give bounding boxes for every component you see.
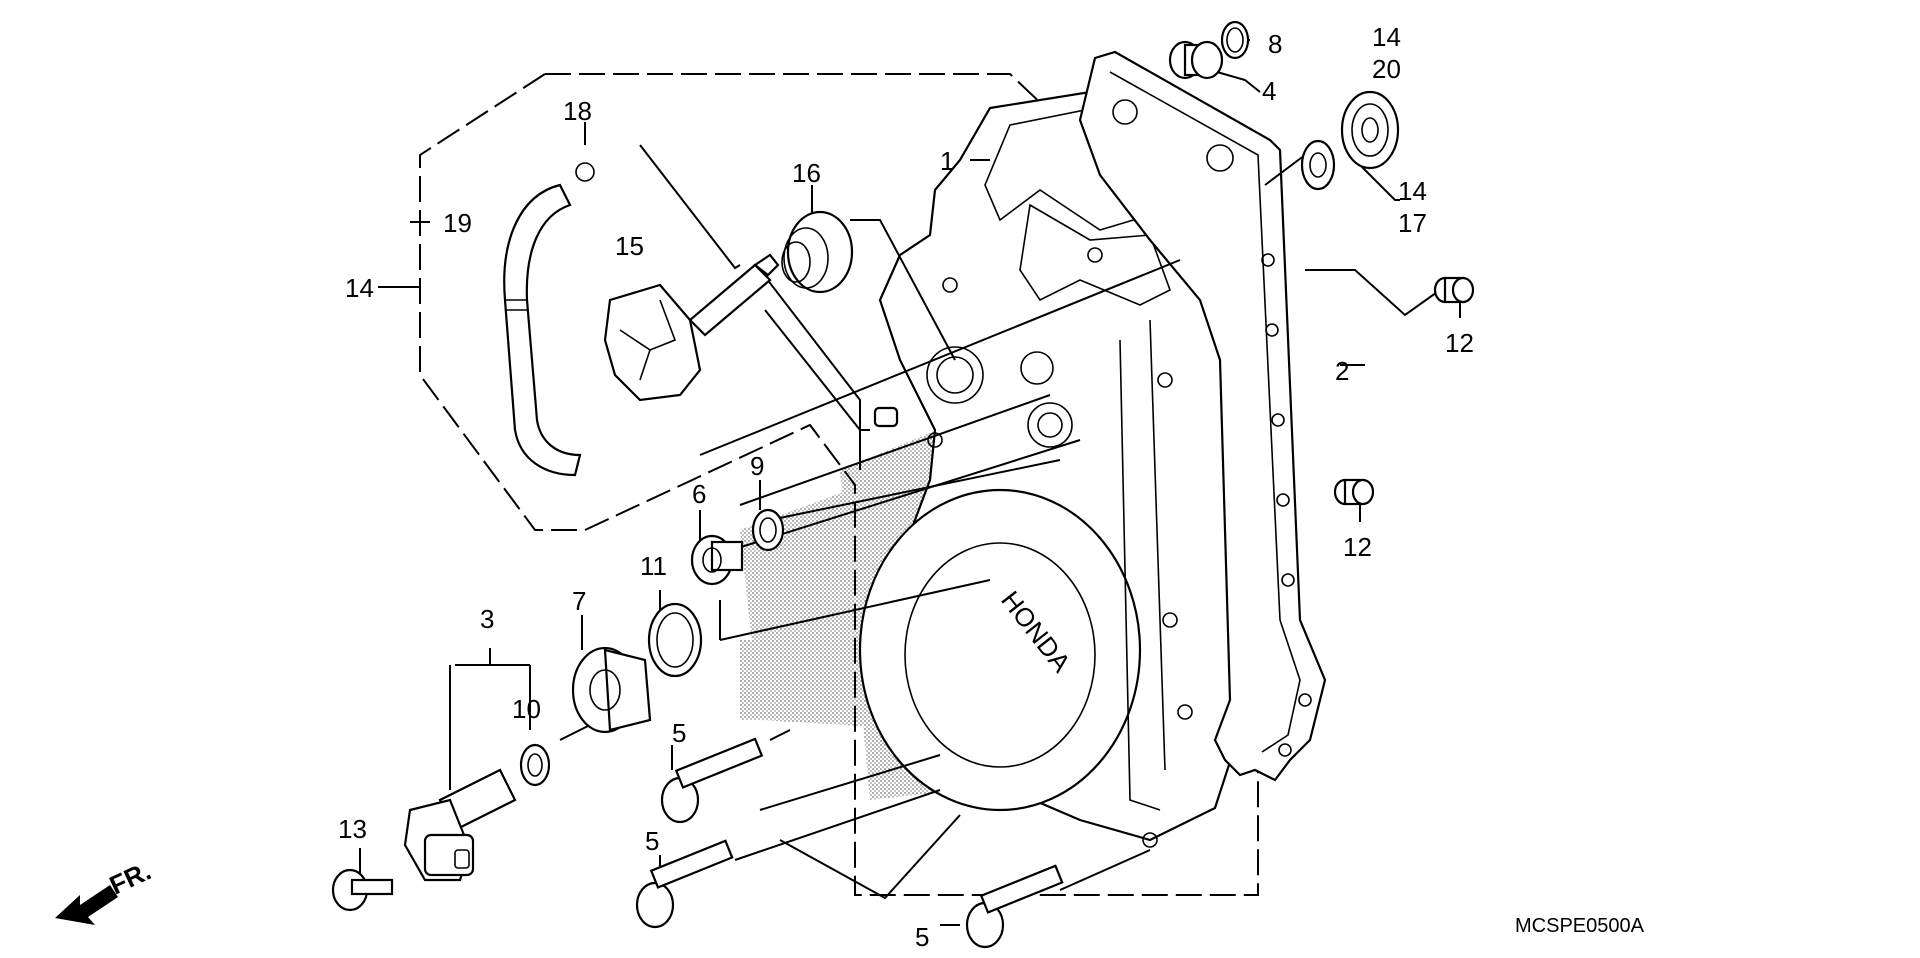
right-front-cover bbox=[858, 90, 1252, 848]
callout-12-b: 12 bbox=[1343, 532, 1372, 562]
cover-gasket bbox=[1078, 50, 1327, 782]
water-hose bbox=[503, 162, 595, 477]
dowel-pin bbox=[873, 406, 899, 428]
callout-7: 7 bbox=[572, 586, 586, 616]
bolt-5-c bbox=[965, 864, 1064, 949]
callout-4: 4 bbox=[1262, 76, 1276, 106]
bolt-13 bbox=[331, 868, 394, 912]
callout-5-c: 5 bbox=[915, 922, 929, 952]
callout-5-a: 5 bbox=[672, 718, 686, 748]
callout-10: 10 bbox=[512, 694, 541, 724]
sensor-3 bbox=[403, 768, 517, 882]
bolt-5-a bbox=[660, 737, 764, 824]
callout-12-a: 12 bbox=[1445, 328, 1474, 358]
collar-4 bbox=[1168, 40, 1224, 80]
callout-6: 6 bbox=[692, 479, 706, 509]
impeller bbox=[603, 253, 780, 402]
callout-11: 11 bbox=[640, 551, 667, 581]
callout-16: 16 bbox=[792, 158, 821, 188]
front-arrow-icon bbox=[55, 885, 118, 925]
callout-14-a: 14 bbox=[345, 273, 374, 303]
washer-9 bbox=[751, 508, 785, 552]
callout-18: 18 bbox=[563, 96, 592, 126]
bolt-6 bbox=[690, 534, 744, 586]
washer-10 bbox=[519, 743, 551, 787]
dowel-12-a bbox=[1433, 276, 1475, 304]
callout-2: 2 bbox=[1335, 356, 1349, 386]
callout-14-b: 14 bbox=[1372, 22, 1401, 52]
diagram-code: MCSPE0500A bbox=[1515, 915, 1645, 937]
callout-20: 20 bbox=[1372, 54, 1401, 84]
callout-9: 9 bbox=[750, 451, 764, 481]
plug-7 bbox=[571, 646, 652, 734]
callout-19: 19 bbox=[443, 208, 472, 238]
callout-17: 17 bbox=[1398, 208, 1427, 238]
callout-14-c: 14 bbox=[1398, 176, 1427, 206]
bolt-5-b bbox=[635, 839, 734, 929]
callout-5-b: 5 bbox=[645, 826, 659, 856]
oil-seal bbox=[781, 210, 854, 294]
callout-1: 1 bbox=[940, 146, 954, 176]
callout-3: 3 bbox=[480, 604, 494, 634]
o-ring-11 bbox=[647, 602, 703, 678]
dowel-12-b bbox=[1333, 478, 1375, 506]
ring-8 bbox=[1220, 20, 1250, 60]
callout-15: 15 bbox=[615, 231, 644, 261]
callout-13: 13 bbox=[338, 814, 367, 844]
seal-17 bbox=[1300, 139, 1336, 191]
callout-8: 8 bbox=[1268, 29, 1282, 59]
callout-labels: 1 2 3 4 5 5 5 6 7 8 9 10 11 12 12 13 14 … bbox=[338, 22, 1474, 952]
bearing-20 bbox=[1340, 90, 1400, 170]
